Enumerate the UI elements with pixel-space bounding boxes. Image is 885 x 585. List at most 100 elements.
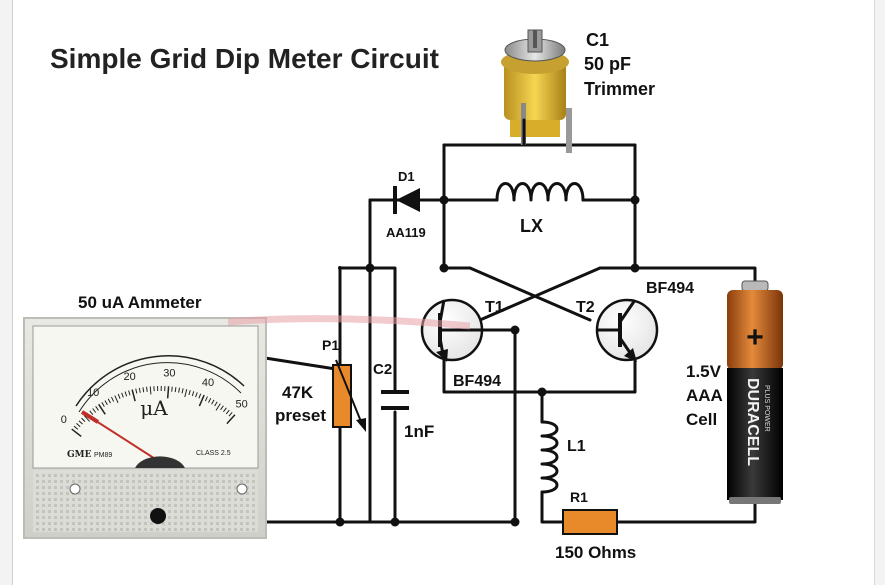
ammeter-tick-label: 40 — [202, 377, 214, 389]
ammeter-tick — [149, 386, 152, 395]
ammeter-tick — [83, 415, 90, 422]
page-title: Simple Grid Dip Meter Circuit — [50, 43, 439, 74]
ammeter-tick-label: 0 — [61, 414, 67, 426]
ammeter-tick — [208, 397, 212, 403]
c1-trimmer: C1 50 pF Trimmer — [501, 29, 655, 153]
ammeter-zero-adjust — [150, 508, 166, 524]
ammeter-tick — [191, 391, 195, 397]
ammeter-tick — [214, 401, 218, 407]
ammeter-tick — [166, 386, 170, 399]
l1-ref: L1 — [567, 438, 586, 455]
ammeter-tick — [71, 428, 82, 438]
ammeter-tick — [111, 396, 115, 402]
ammeter-tick — [78, 420, 83, 425]
ammeter-unit: μA — [140, 396, 168, 420]
t1-part: BF494 — [453, 373, 501, 390]
ammeter-tick — [98, 403, 106, 415]
c2-capacitor: C2 1nF — [373, 361, 434, 441]
ammeter-tick — [211, 399, 215, 405]
ammeter-tick — [95, 406, 99, 411]
ammeter-pivot-cover — [135, 456, 185, 468]
ammeter-tick — [146, 386, 148, 392]
ammeter-tick — [142, 387, 145, 393]
ammeter-tick — [225, 409, 230, 415]
ammeter-tick — [76, 423, 81, 428]
r1-ref: R1 — [570, 489, 588, 505]
r1-resistor: R1 150 Ohms — [555, 489, 636, 562]
ammeter-tick — [73, 425, 79, 430]
ammeter-maker: GME — [67, 450, 92, 460]
ammeter-model: PM89 — [94, 452, 112, 459]
ammeter-tick — [223, 407, 227, 413]
lx-ref: LX — [520, 216, 543, 236]
battery-sub: PLUS POWER — [763, 385, 770, 432]
l1-inductor: L1 — [540, 420, 586, 494]
battery-type: Cell — [686, 410, 717, 429]
c1-ref: C1 — [586, 30, 609, 50]
lx-inductor: LX — [495, 182, 585, 236]
ammeter-tick — [204, 396, 208, 402]
ammeter-tick — [198, 393, 202, 399]
d1-ref: D1 — [398, 169, 415, 184]
ammeter-tick — [121, 392, 124, 398]
ammeter-tick — [81, 417, 86, 423]
ammeter-tick — [117, 393, 121, 399]
t2-transistor: T2 BF494 — [576, 280, 694, 362]
ammeter-tick — [138, 387, 141, 393]
aaa-battery: + DURACELL PLUS POWER 1.5V AAA Cell — [686, 280, 783, 504]
ammeter-tick — [89, 410, 94, 415]
c1-value: 50 pF — [584, 54, 631, 74]
r1-value: 150 Ohms — [555, 543, 636, 562]
p1-value: 47K — [282, 383, 314, 402]
ammeter-tick-label: 50 — [236, 398, 248, 410]
ammeter-tick — [184, 389, 188, 398]
ammeter-tick — [178, 387, 181, 393]
junction-dots — [335, 195, 640, 527]
left-frame-border — [0, 0, 13, 585]
ammeter-tick — [171, 386, 173, 392]
ammeter-tick — [181, 388, 184, 394]
c2-ref: C2 — [373, 361, 392, 378]
ammeter-tick — [128, 390, 131, 396]
battery-plus-sign: + — [746, 321, 764, 354]
ammeter-tick-label: 30 — [163, 367, 175, 379]
ammeter-tick — [198, 394, 205, 407]
ammeter-class: CLASS 2.5 — [196, 450, 231, 457]
ammeter-tick — [220, 405, 224, 411]
ammeter-tick — [174, 387, 177, 393]
t2-ref: T2 — [576, 299, 595, 316]
smudge-artifact — [227, 315, 471, 330]
p1-preset: P1 47K preset — [275, 268, 366, 432]
ammeter-tick — [92, 408, 97, 413]
ammeter-tick — [215, 403, 221, 411]
ammeter-tick — [188, 390, 191, 396]
ammeter-tick — [107, 398, 111, 404]
p1-ref: P1 — [322, 337, 339, 353]
t1-ref: T1 — [485, 299, 504, 316]
battery-voltage: 1.5V — [686, 362, 722, 381]
ammeter-tick — [104, 400, 108, 406]
battery-size: AAA — [686, 386, 723, 405]
ammeter-tick — [124, 391, 128, 397]
d1-part: AA119 — [386, 225, 426, 240]
c2-value: 1nF — [404, 422, 434, 441]
t2-part: BF494 — [646, 280, 694, 297]
p1-type: preset — [275, 406, 326, 425]
right-frame-border — [874, 0, 885, 585]
ammeter-tick — [131, 389, 136, 402]
ammeter-tick — [226, 414, 236, 425]
ammeter-tick — [195, 392, 198, 398]
ammeter-tick — [135, 388, 138, 394]
ammeter-tick — [228, 412, 233, 417]
ammeter-base-texture — [36, 474, 255, 531]
ammeter-tick-label: 20 — [124, 371, 136, 383]
d1-diode: D1 AA119 — [386, 169, 426, 240]
ammeter-tick — [114, 395, 119, 404]
c1-type: Trimmer — [584, 79, 655, 99]
ammeter-label: 50 uA Ammeter — [78, 293, 202, 312]
t1-transistor: T1 BF494 — [420, 298, 504, 390]
battery-brand: DURACELL — [744, 378, 761, 466]
